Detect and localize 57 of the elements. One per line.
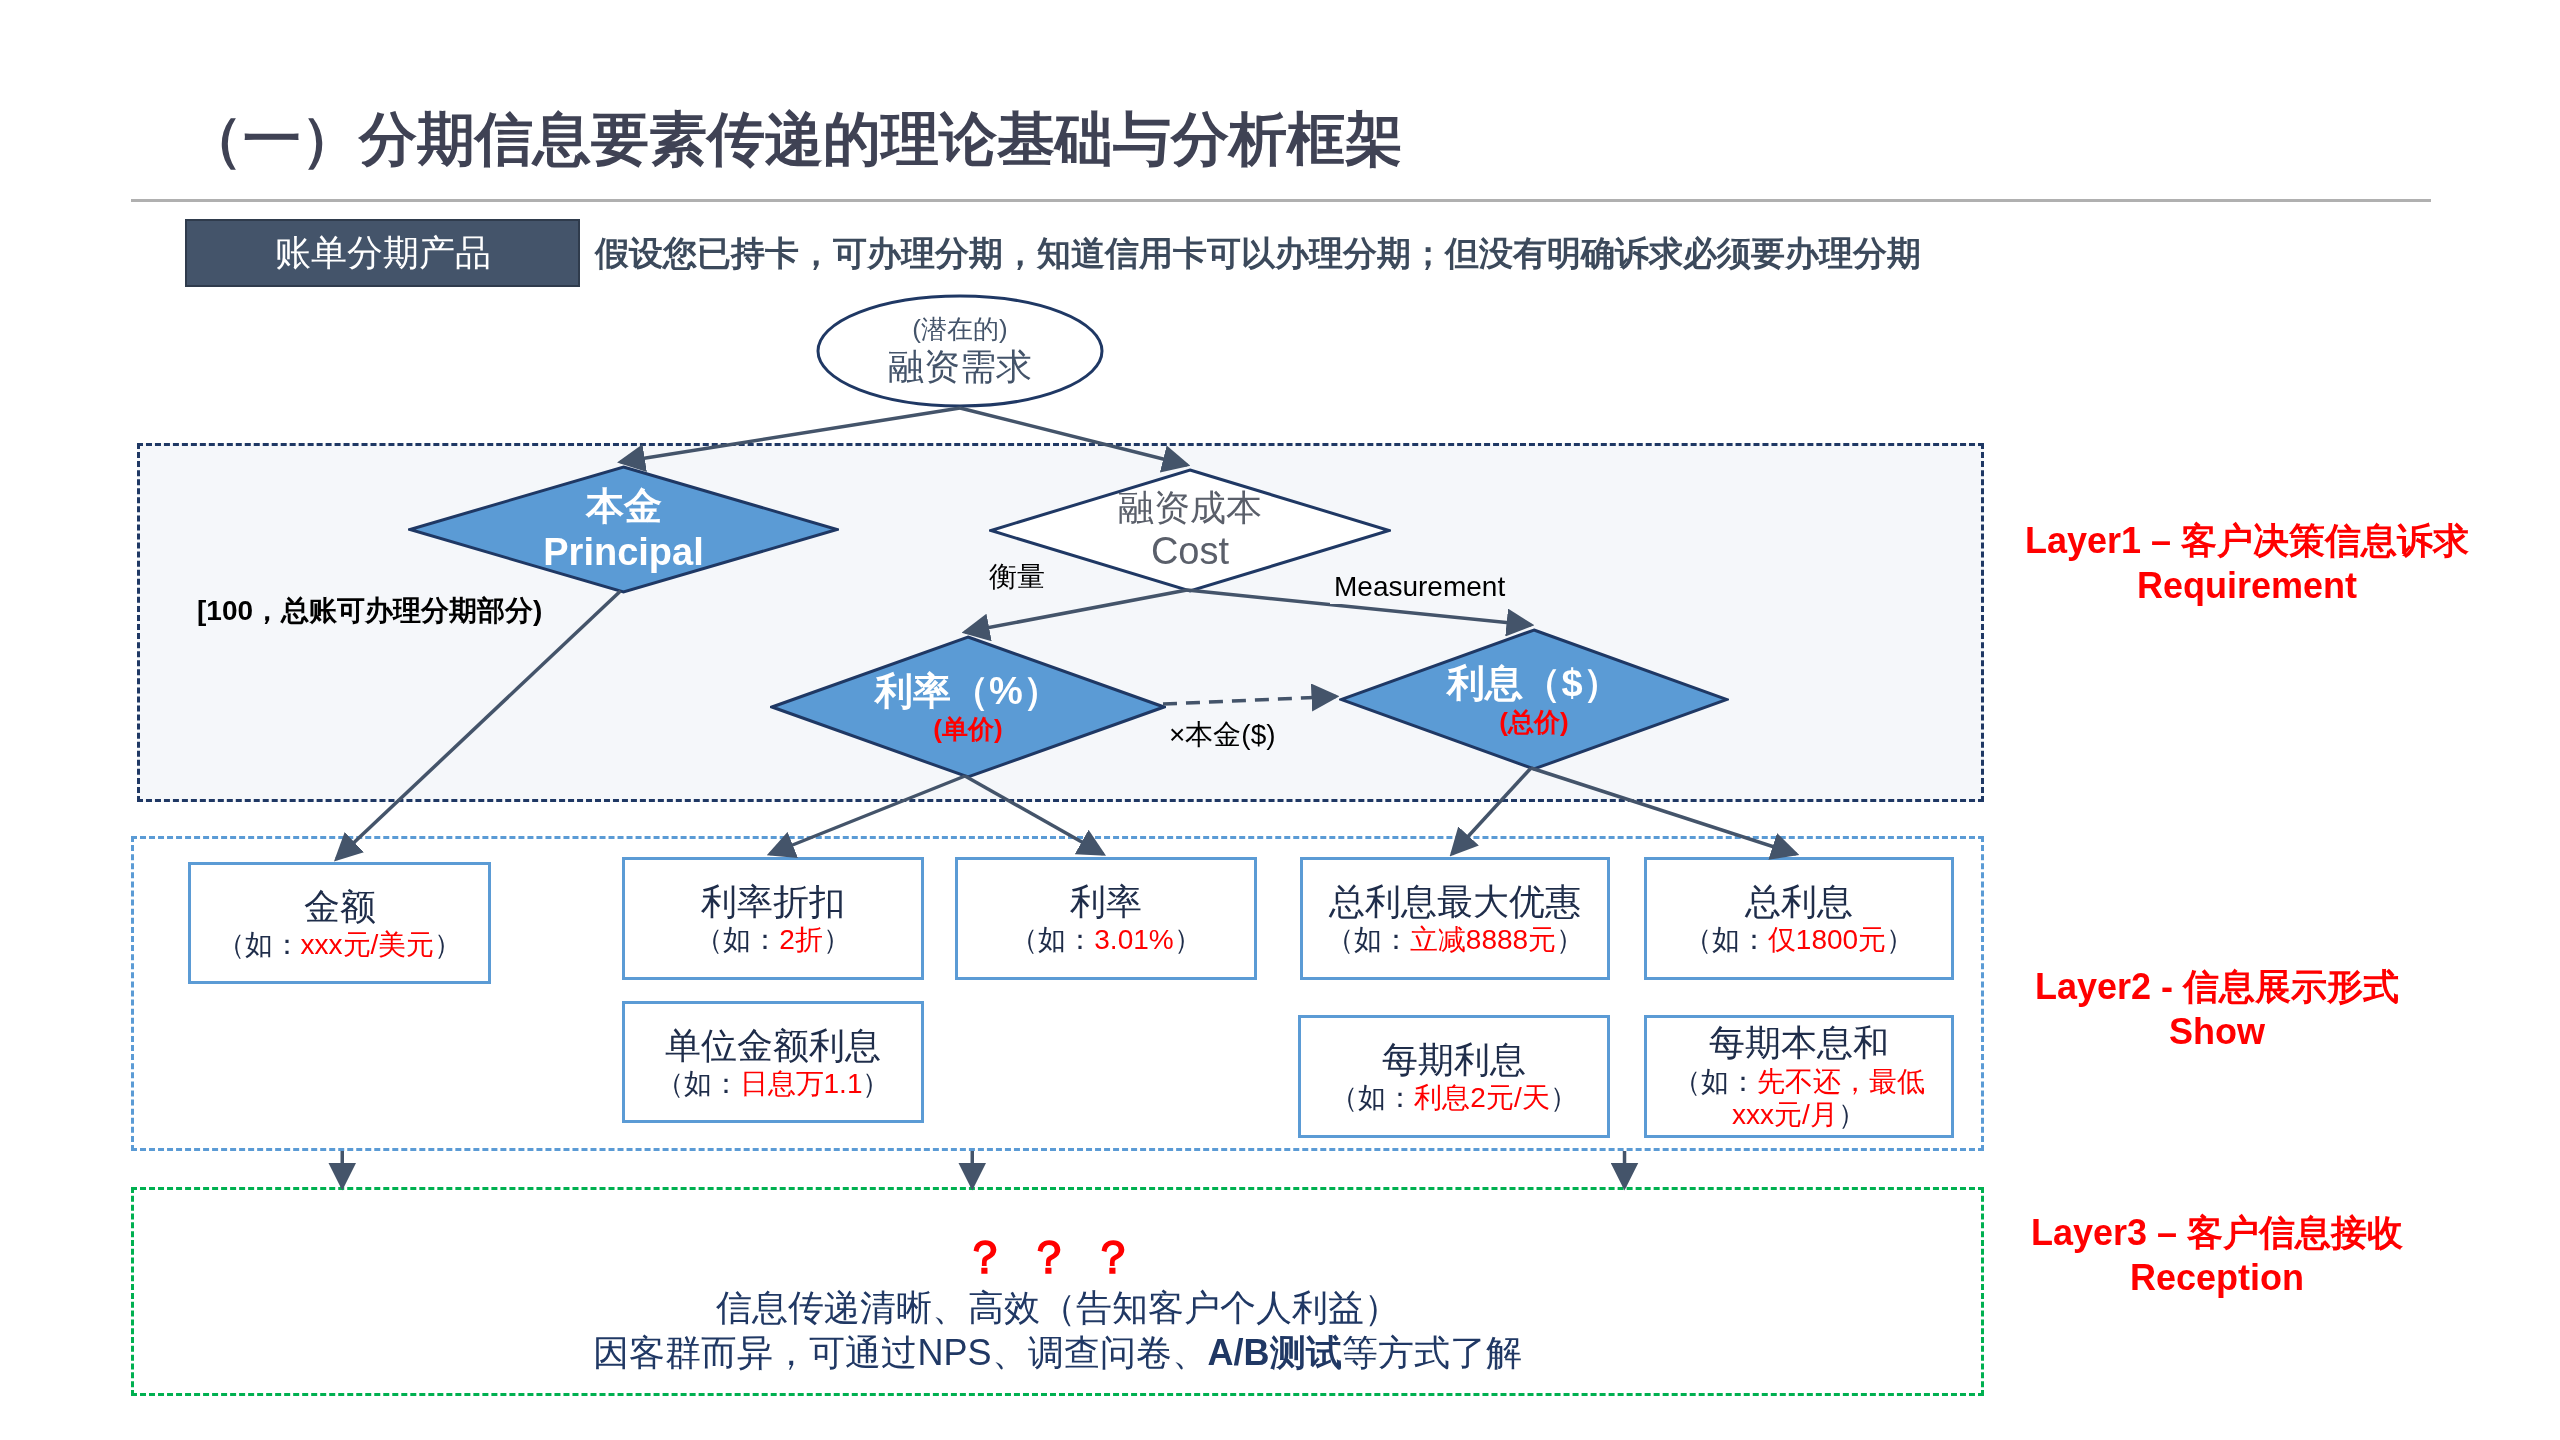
- example-text: （如：立减8888元）: [1325, 923, 1585, 957]
- note-text: 因客群而异，可通过NPS、调查问卷、A/B测试等方式了解: [593, 1331, 1522, 1376]
- info-box: [955, 857, 1257, 980]
- layer-title: Layer3 – 客户信息接收 Reception: [2029, 1211, 2405, 1300]
- note-text: 信息传递清晰、高效（告知客户个人利益）: [715, 1286, 1400, 1331]
- info-box: [1298, 1015, 1610, 1138]
- box-title: 总利息最大优惠: [1329, 880, 1581, 924]
- arrow: [959, 406, 1191, 473]
- node-text: 融资需求: [888, 345, 1032, 389]
- example-text: （如：xxx元/美元）: [216, 927, 463, 962]
- box-title: 利率折扣: [701, 880, 845, 924]
- arrow: [1162, 683, 1340, 712]
- arrow: [617, 406, 961, 472]
- arrow: [958, 1151, 987, 1191]
- info-box: [188, 862, 491, 984]
- box-title: 每期利息: [1382, 1038, 1526, 1082]
- range-note: [100，总账可办理分期部分): [197, 594, 543, 628]
- box-title: 单位金额利息: [665, 1023, 881, 1067]
- info-box: [1644, 1015, 1954, 1138]
- arrow: [964, 774, 1107, 856]
- question-marks: ？？？: [961, 1230, 1154, 1285]
- info-box: [622, 1001, 924, 1123]
- arrow: [1610, 1151, 1639, 1191]
- node-text: 本金: [585, 483, 662, 529]
- node-text: Principal: [543, 529, 704, 575]
- page-title: （一）分期信息要素传递的理论基础与分析框架: [185, 110, 1403, 168]
- box-title: 金额: [303, 884, 376, 928]
- node-text: (总价): [1499, 706, 1569, 738]
- node-text: 融资成本: [1118, 486, 1262, 530]
- example-text: （如：日息万1.1）: [655, 1066, 891, 1101]
- example-text: （如：先不还，最低xxx元/月）: [1672, 1064, 1926, 1132]
- info-box: [1644, 857, 1954, 980]
- arrow: [961, 588, 1188, 642]
- layer-title: Layer1 – 客户决策信息诉求 Requirement: [2023, 519, 2471, 608]
- box-title: 利率: [1070, 880, 1142, 924]
- node-text: Cost: [1150, 529, 1230, 575]
- arrow: [1449, 766, 1533, 857]
- example-text: （如：利息2元/天）: [1330, 1081, 1578, 1115]
- node-text: (潜在的): [912, 313, 1008, 345]
- node-text: 利息（$）: [1447, 661, 1621, 707]
- arrow: [1186, 588, 1535, 637]
- arrow: [766, 774, 966, 858]
- example-text: （如：3.01%）: [1010, 923, 1202, 957]
- box-title: 总利息: [1745, 880, 1853, 924]
- info-box: [1300, 857, 1610, 980]
- header-statement: 假设您已持卡，可办理分期，知道信用卡可以办理分期；但没有明确诉求必须要办理分期: [595, 233, 1921, 274]
- arrow: [328, 1151, 357, 1191]
- example-text: （如：仅1800元）: [1683, 923, 1915, 957]
- arrow: [333, 589, 622, 862]
- example-text: （如：2折）: [695, 923, 851, 957]
- layer-title: Layer2 - 信息展示形式 Show: [2033, 965, 2401, 1054]
- node-text: 利率（%）: [875, 668, 1061, 714]
- category-label: 账单分期产品: [185, 219, 580, 287]
- node-text: (单价): [933, 714, 1003, 746]
- info-box: [622, 857, 924, 980]
- box-title: 每期本息和: [1709, 1021, 1889, 1065]
- arrow: [1530, 766, 1800, 860]
